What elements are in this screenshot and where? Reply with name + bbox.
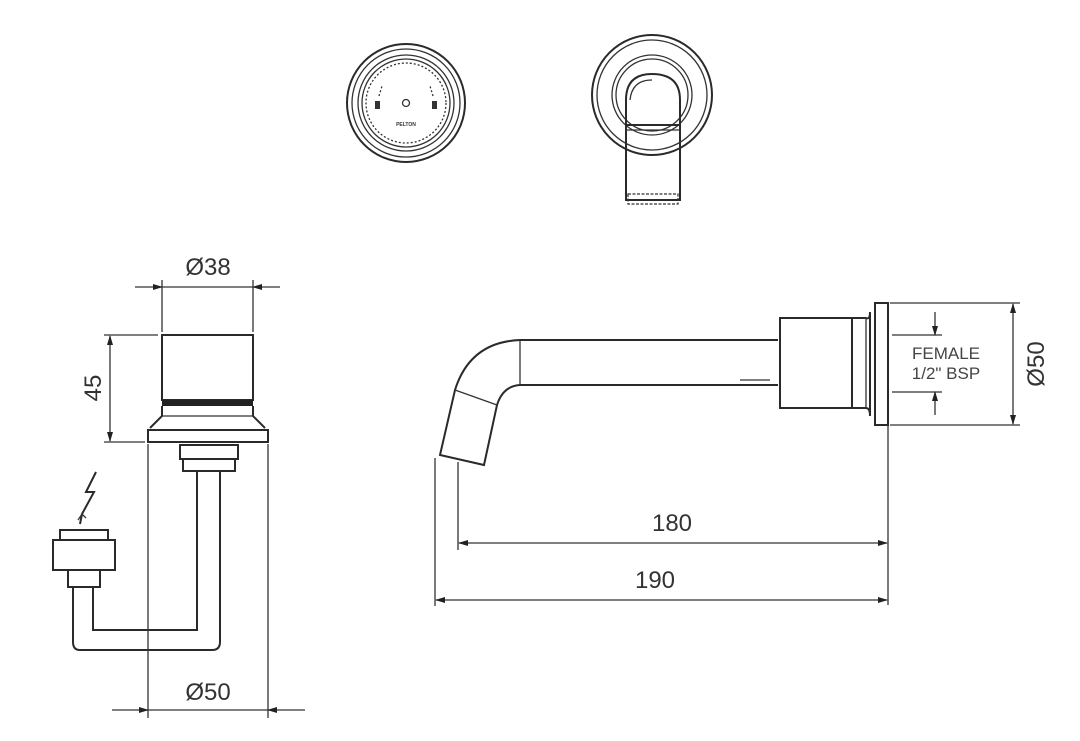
hot-indicator-icon: [432, 101, 437, 109]
thread-note-line2: 1/2" BSP: [912, 364, 980, 383]
dimension-spout-190: 190: [635, 567, 675, 594]
spout-front-view: [591, 34, 713, 205]
spout-side-view: FEMALE 1/2" BSP Ø50 180 190: [434, 302, 1050, 606]
dimension-handle-diameter: Ø38: [185, 254, 230, 281]
brand-logo: PELTON: [396, 122, 416, 128]
dimension-handle-height: 45: [80, 375, 107, 402]
control-front-view: PELTON: [346, 43, 466, 163]
cold-indicator-icon: [375, 101, 380, 109]
dimension-flange-diameter: Ø50: [1023, 341, 1050, 386]
thread-note-line1: FEMALE: [912, 344, 980, 363]
control-side-view: Ø38 45 Ø50: [52, 254, 305, 718]
electrical-power-icon: [79, 471, 97, 525]
dimension-base-diameter: Ø50: [185, 679, 230, 706]
dimension-spout-180: 180: [652, 510, 692, 537]
